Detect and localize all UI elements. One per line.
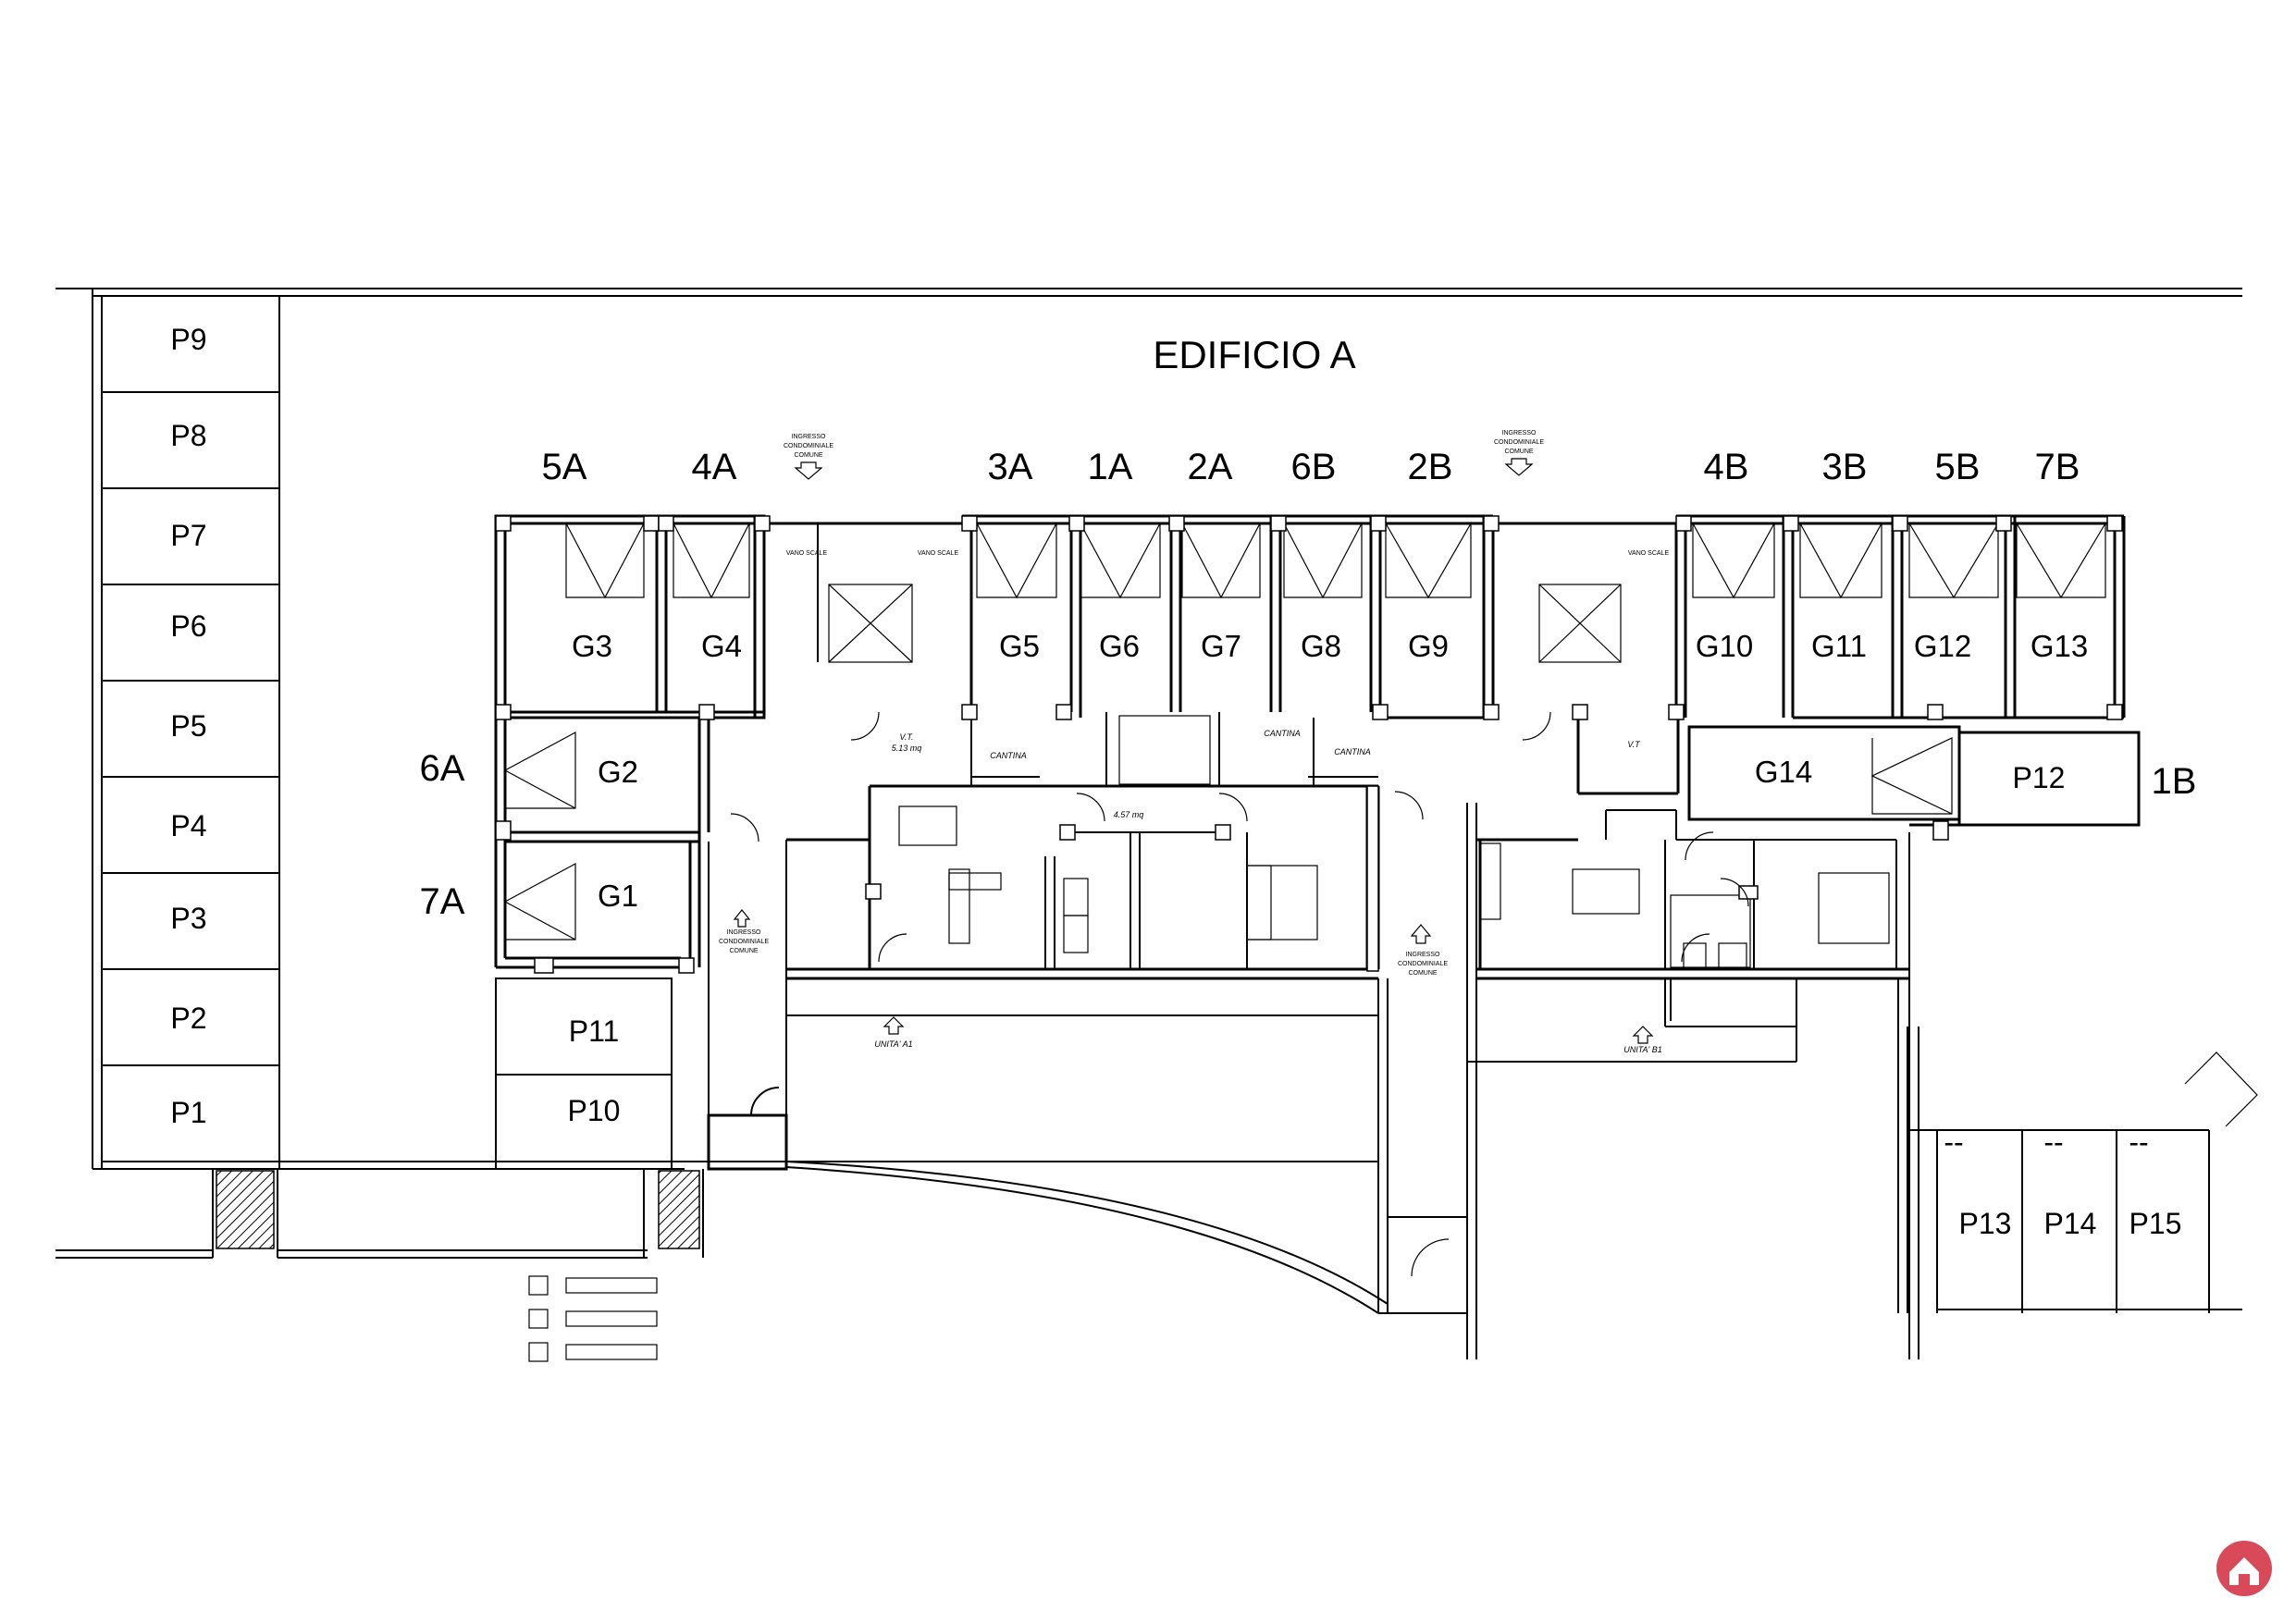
unit-label: 5B xyxy=(1935,447,1981,487)
unit-label: 4B xyxy=(1704,447,1749,487)
unit-label: 2B xyxy=(1408,447,1453,487)
building-title: EDIFICIO A xyxy=(1153,333,1355,376)
parking-dash: -- xyxy=(2043,1125,2063,1159)
unit-label: 5A xyxy=(542,447,587,487)
parking-label: P15 xyxy=(2129,1207,2182,1240)
parking-label: P3 xyxy=(170,902,206,935)
parking-label: P4 xyxy=(170,809,206,842)
svg-text:COMUNE: COMUNE xyxy=(1504,449,1533,455)
parking-label: P1 xyxy=(170,1096,206,1129)
unit-label: 4A xyxy=(692,447,737,487)
svg-text:CONDOMINIALE: CONDOMINIALE xyxy=(719,939,769,945)
unit-label: 6B xyxy=(1291,447,1337,487)
parking-label: P2 xyxy=(170,1002,206,1035)
unit-label: 3B xyxy=(1822,447,1868,487)
furniture xyxy=(898,805,1890,970)
parking-label: P5 xyxy=(170,709,206,743)
structural-columns xyxy=(495,515,2123,974)
ground-markings xyxy=(528,1275,658,1362)
lower-right-lines xyxy=(1466,1027,1920,1359)
parking-label: P10 xyxy=(568,1094,621,1127)
svg-text:COMUNE: COMUNE xyxy=(794,452,822,459)
parking-mid-block: P11 P10 xyxy=(495,977,673,1170)
parking-label: P6 xyxy=(170,609,206,643)
garage-label: G7 xyxy=(1201,629,1241,663)
unit-label: 6A xyxy=(420,748,465,789)
garage-label: G14 xyxy=(1755,755,1812,789)
garage-label: G8 xyxy=(1301,629,1341,663)
door-swings xyxy=(730,711,1749,963)
svg-text:COMUNE: COMUNE xyxy=(1408,970,1437,977)
svg-text:INGRESSO: INGRESSO xyxy=(1406,952,1441,958)
garage-label: G1 xyxy=(598,879,638,913)
parking-dash: -- xyxy=(1944,1125,1963,1159)
building-walls xyxy=(494,514,2141,1313)
unit-label: 7A xyxy=(420,881,465,922)
parking-label: P7 xyxy=(170,519,206,552)
ingresso-corridor-2: INGRESSO CONDOMINIALE COMUNE xyxy=(1398,924,1448,977)
svg-text:INGRESSO: INGRESSO xyxy=(727,929,762,936)
unit-b1-label: UNITA' B1 xyxy=(1623,1045,1662,1054)
vano-scale-label: VANO SCALE xyxy=(918,550,959,557)
vt-label: V.T xyxy=(1627,740,1641,749)
svg-text:COMUNE: COMUNE xyxy=(729,948,758,954)
svg-text:INGRESSO: INGRESSO xyxy=(1502,430,1537,436)
svg-text:CONDOMINIALE: CONDOMINIALE xyxy=(784,443,833,449)
cantina-label: CANTINA xyxy=(1334,747,1371,756)
parking-dash: -- xyxy=(2129,1125,2148,1159)
garage-label: G5 xyxy=(999,629,1040,663)
parking-left-labels: P9 P8 P7 P6 P5 P4 P3 P2 P1 xyxy=(170,323,206,1129)
garage-label: G12 xyxy=(1914,629,1971,663)
ingresso-corridor-1: INGRESSO CONDOMINIALE COMUNE xyxy=(719,909,769,954)
garage-label: G4 xyxy=(701,629,742,663)
ingresso-top-1: INGRESSO CONDOMINIALE COMUNE xyxy=(784,434,833,480)
parking-label: P9 xyxy=(170,323,206,356)
area-label: 4.57 mq xyxy=(1114,810,1144,819)
vt-area-label: 5.13 mq xyxy=(892,744,922,753)
parking-right-block: P13 P14 P15 -- -- -- xyxy=(1909,1051,2258,1313)
vano-scale-label: VANO SCALE xyxy=(786,550,828,557)
unit-label: 1A xyxy=(1088,447,1133,487)
garage-label: G6 xyxy=(1099,629,1140,663)
svg-text:CONDOMINIALE: CONDOMINIALE xyxy=(1494,439,1544,446)
unit-label: 1B xyxy=(2152,761,2197,802)
cantina-label: CANTINA xyxy=(1264,729,1301,738)
arrow-b1 xyxy=(1632,1026,1654,1044)
ingresso-top-2: INGRESSO CONDOMINIALE COMUNE xyxy=(1494,430,1544,476)
entrance-curve xyxy=(707,1087,1468,1314)
vano-scale-label: VANO SCALE xyxy=(1628,550,1670,557)
cantina-label: CANTINA xyxy=(990,751,1027,760)
unit-label: 2A xyxy=(1188,447,1233,487)
logo-icon xyxy=(2216,1541,2272,1596)
parking-label: P14 xyxy=(2044,1207,2097,1240)
garage-doors xyxy=(503,521,2106,941)
parking-label: P8 xyxy=(170,419,206,452)
parking-label: P12 xyxy=(2013,761,2066,794)
arrow-a1 xyxy=(883,1016,905,1035)
garage-label: G9 xyxy=(1408,629,1449,663)
vt-label: V.T. xyxy=(899,732,913,742)
garage-label: G2 xyxy=(598,755,638,789)
garage-label: G13 xyxy=(2031,629,2088,663)
garage-label: G3 xyxy=(572,629,612,663)
room-labels: VANO SCALE VANO SCALE VANO SCALE V.T. 5.… xyxy=(786,550,1670,1054)
unit-label: 7B xyxy=(2035,447,2080,487)
unit-a1-label: UNITA' A1 xyxy=(874,1039,912,1049)
parking-p12-block: P12 xyxy=(1958,732,2140,826)
garage-label: G11 xyxy=(1811,629,1867,663)
site-boundary xyxy=(56,288,2242,1259)
svg-text:CONDOMINIALE: CONDOMINIALE xyxy=(1398,961,1448,967)
parking-label: P11 xyxy=(569,1014,620,1048)
unit-label: 3A xyxy=(988,447,1033,487)
parking-left-block xyxy=(101,295,280,1170)
svg-text:INGRESSO: INGRESSO xyxy=(792,434,827,440)
garage-labels: G3 G4 G5 G6 G7 G8 G9 G10 G11 G12 G13 G2 … xyxy=(572,629,2088,913)
parking-label: P13 xyxy=(1959,1207,2012,1240)
unit-labels-top: 5A 4A 3A 1A 2A 6B 2B 4B 3B 5B 7B 6A 7A 1… xyxy=(420,447,2197,922)
garage-label: G10 xyxy=(1696,629,1753,663)
